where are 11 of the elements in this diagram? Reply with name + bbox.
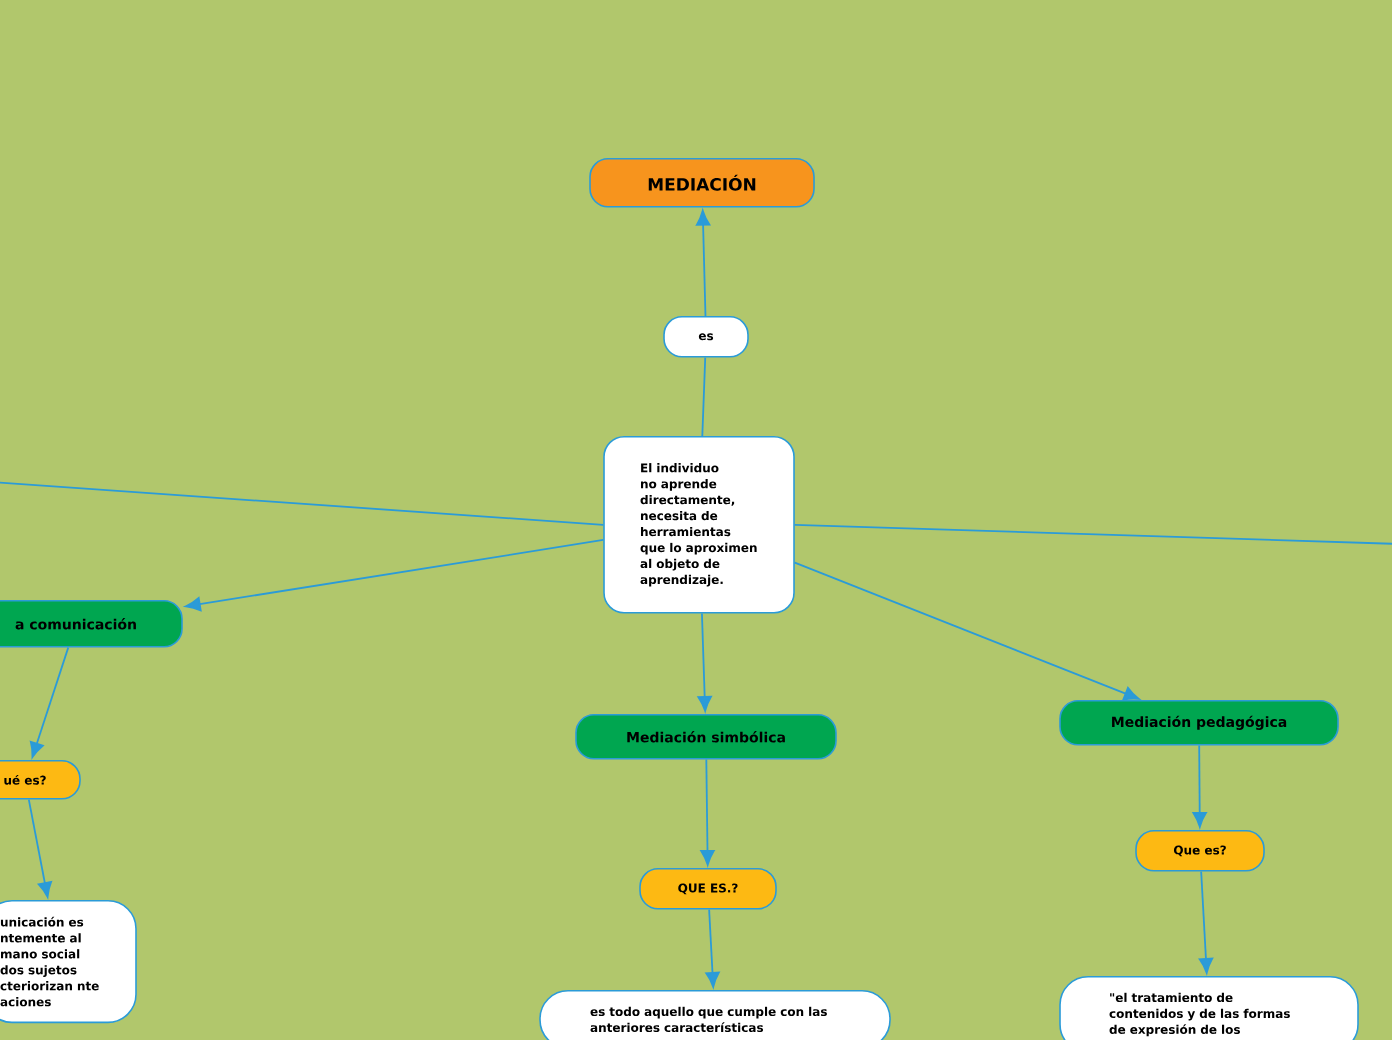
- arrow: [27, 798, 52, 898]
- arrow: [697, 612, 712, 712]
- arrow: [1198, 870, 1214, 974]
- arrow: [700, 758, 715, 866]
- arrow: [695, 209, 711, 317]
- arrow: [29, 646, 70, 758]
- arrow: [1192, 744, 1207, 828]
- arrow: [705, 908, 720, 988]
- arrow: [793, 561, 1140, 701]
- title-box: MEDIACIÓN: [589, 158, 815, 208]
- arrow: [185, 539, 605, 612]
